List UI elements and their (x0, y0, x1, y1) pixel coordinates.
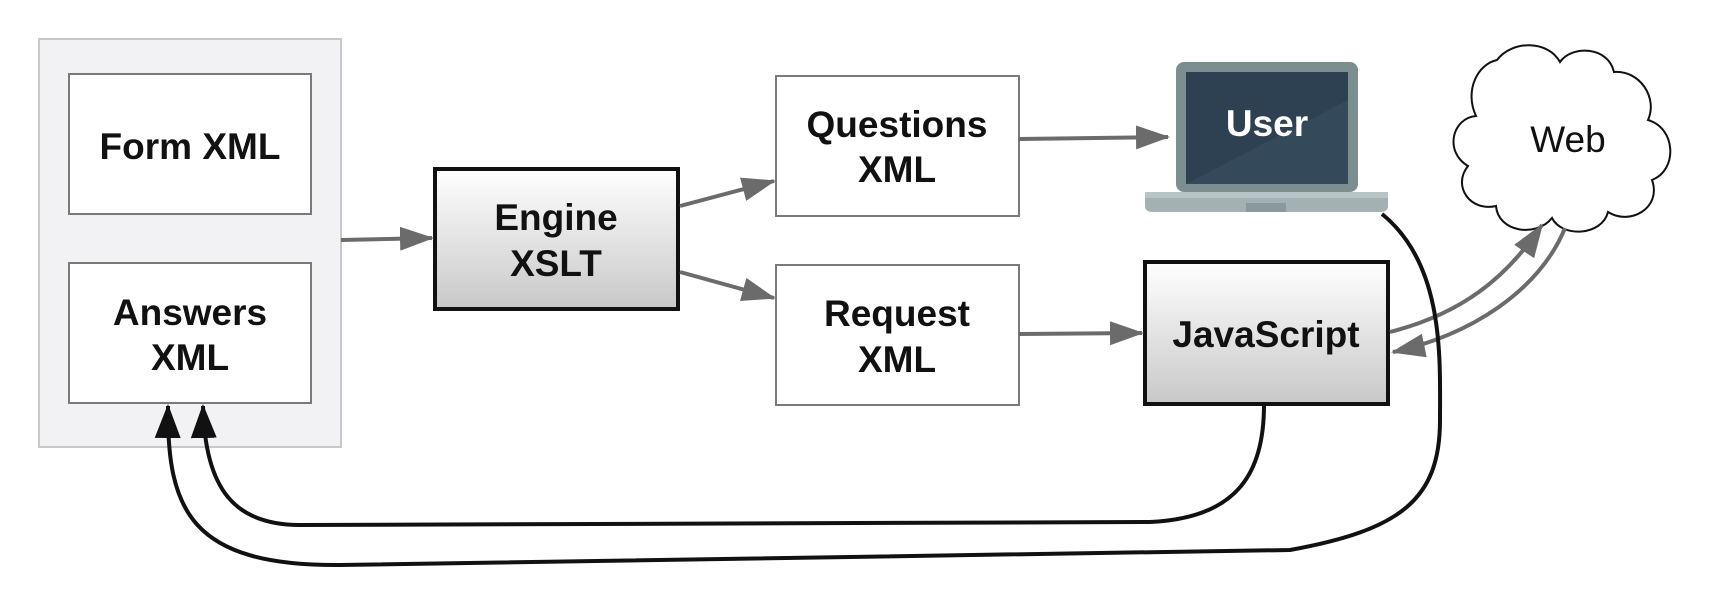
svg-text:XML: XML (858, 149, 936, 190)
questions-xml-label-line1: Questions (807, 104, 988, 145)
svg-text:Request: Request (824, 293, 970, 334)
laptop-icon (1145, 62, 1388, 212)
arrow-web-to-javascript (1391, 227, 1567, 358)
arrow-engine-to-questions (679, 177, 776, 208)
answers-xml-label-line1: Answers (113, 292, 267, 333)
questions-xml-label-line2: XML (858, 149, 936, 190)
user-laptop-node: User (1145, 62, 1388, 212)
svg-text:Answers: Answers (113, 292, 267, 333)
arrow-engine-to-request (679, 270, 776, 302)
answers-xml-node: Answers XML (68, 262, 312, 404)
arrow-user-to-answers (154, 212, 1443, 568)
arrow-javascript-to-answers (190, 404, 1266, 528)
arrow-questions-to-user (1018, 125, 1170, 150)
engine-label-line2: XSLT (510, 243, 602, 284)
javascript-node: JavaScript (1143, 260, 1390, 406)
svg-text:Web: Web (1530, 119, 1605, 160)
svg-text:User: User (1226, 103, 1308, 144)
svg-text:JavaScript: JavaScript (1172, 314, 1359, 355)
answers-xml-label-line2: XML (151, 337, 229, 378)
svg-text:XML: XML (858, 339, 936, 380)
arrow-group-to-engine (340, 226, 434, 251)
svg-text:Engine: Engine (494, 197, 617, 238)
arrow-javascript-to-web (1389, 223, 1544, 334)
cloud-icon (1452, 44, 1672, 233)
web-cloud-node: Web (1452, 44, 1672, 233)
web-label: Web (1530, 119, 1605, 160)
user-label: User (1226, 103, 1308, 144)
svg-text:Form XML: Form XML (100, 126, 281, 167)
request-xml-label-line1: Request (824, 293, 970, 334)
questions-xml-node: Questions XML (775, 75, 1020, 217)
javascript-label: JavaScript (1172, 314, 1359, 355)
svg-text:XSLT: XSLT (510, 243, 602, 284)
form-xml-node: Form XML (68, 73, 312, 215)
arrow-request-to-javascript (1018, 321, 1144, 346)
form-xml-label: Form XML (100, 126, 281, 167)
request-xml-node: Request XML (775, 264, 1020, 406)
svg-text:XML: XML (151, 337, 229, 378)
svg-text:Questions: Questions (807, 104, 988, 145)
request-xml-label-line2: XML (858, 339, 936, 380)
engine-xslt-node: Engine XSLT (433, 167, 680, 311)
engine-label-line1: Engine (494, 197, 617, 238)
